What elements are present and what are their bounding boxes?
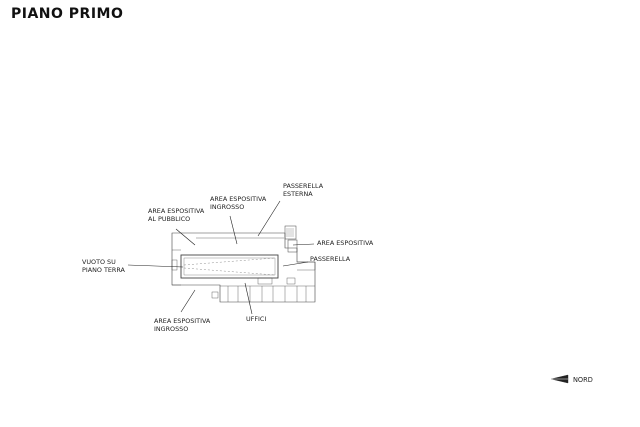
leader-uffici — [244, 282, 253, 315]
label-passerella-esterna-2: ESTERNA — [283, 189, 313, 198]
label-area-ingrosso-bottom-1: AREA ESPOSITIVA — [154, 317, 211, 325]
label-vuoto-2: PIANO TERRA — [82, 265, 125, 274]
leader-area-ingrosso-top — [229, 215, 238, 245]
leader-area-ingrosso-bottom — [180, 289, 196, 313]
label-vuoto-1: VUOTO SU — [82, 258, 116, 266]
label-area-pubblico-1: AREA ESPOSITIVA — [148, 207, 205, 215]
leader-area-espositiva-right — [292, 243, 315, 246]
leader-passerella — [282, 261, 309, 267]
north-arrow-icon — [550, 374, 569, 384]
leader-vuoto — [127, 264, 184, 268]
void-area — [180, 254, 279, 279]
label-area-espositiva-right: AREA ESPOSITIVA — [317, 239, 374, 247]
leader-passerella-esterna — [257, 200, 281, 237]
leader-area-pubblico — [175, 228, 196, 246]
page-title: PIANO PRIMO — [11, 6, 124, 22]
label-area-pubblico-2: AL PUBBLICO — [148, 214, 191, 223]
label-area-ingrosso-bottom-2: INGROSSO — [154, 324, 189, 333]
north-label: NORD — [573, 376, 593, 384]
office-partitions — [220, 285, 315, 302]
label-uffici: UFFICI — [246, 315, 267, 323]
label-passerella-esterna-1: PASSERELLA — [283, 182, 324, 190]
label-passerella: PASSERELLA — [310, 255, 351, 263]
label-area-ingrosso-top-2: INGROSSO — [210, 202, 245, 211]
label-area-ingrosso-top-1: AREA ESPOSITIVA — [210, 195, 267, 203]
